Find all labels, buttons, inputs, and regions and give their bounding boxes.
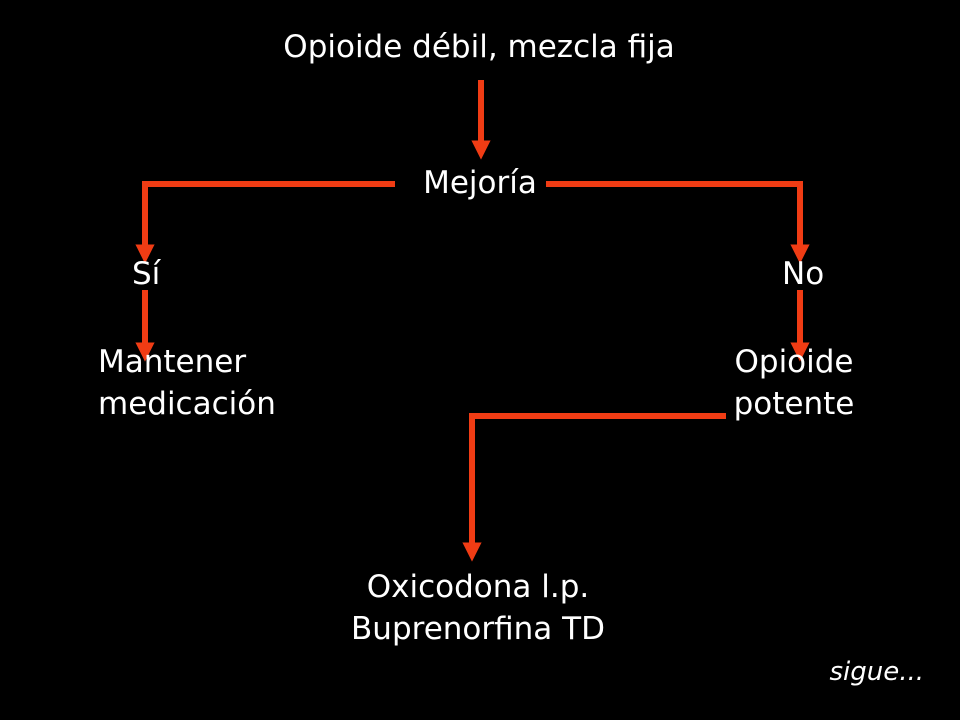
continue-note: sigue... <box>829 657 924 687</box>
node-decision: Mejoría <box>423 165 537 201</box>
arrow-potent-to-final <box>462 413 726 562</box>
label-yes: Sí <box>132 256 161 292</box>
arrow-decision-to-no <box>546 181 810 264</box>
node-final-options: Oxicodona l.p. Buprenorfina TD <box>351 569 605 647</box>
label-no: No <box>782 256 825 292</box>
node-potent-opioid: Opioide potente <box>733 344 855 422</box>
node-maintain-medication: Mantener medicación <box>98 344 276 422</box>
arrow-decision-to-yes <box>135 181 395 264</box>
node-start: Opioide débil, mezcla fija <box>283 29 675 65</box>
